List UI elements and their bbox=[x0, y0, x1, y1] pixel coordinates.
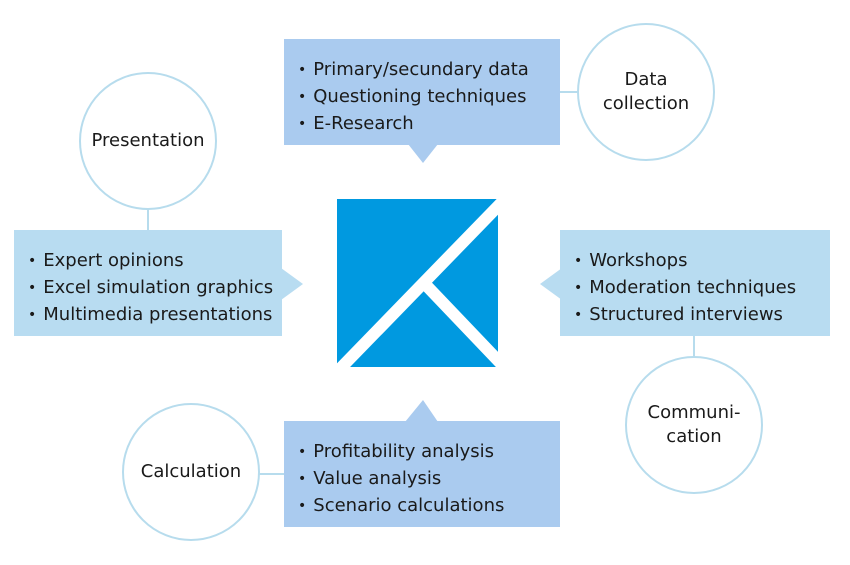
list-item: Excel simulation graphics bbox=[28, 275, 282, 302]
box-communication: Workshops Moderation techniques Structur… bbox=[560, 230, 830, 336]
circle-presentation: Presentation bbox=[79, 72, 217, 210]
connector-data-collection bbox=[560, 91, 580, 93]
circle-calculation: Calculation bbox=[122, 403, 260, 541]
connector-communication bbox=[693, 336, 695, 358]
list-item: Questioning techniques bbox=[298, 84, 560, 111]
circle-label: Calculation bbox=[140, 461, 242, 482]
list-item: Profitability analysis bbox=[298, 439, 560, 466]
list-item: Structured interviews bbox=[574, 302, 830, 329]
circle-label: Data bbox=[624, 69, 668, 90]
k-mark-logo-icon bbox=[328, 195, 513, 381]
circle-label: cation bbox=[666, 426, 722, 447]
pointer-left bbox=[281, 268, 303, 300]
list-item: E-Research bbox=[298, 111, 560, 138]
circle-label: Presentation bbox=[91, 130, 205, 151]
pointer-bottom bbox=[405, 400, 438, 422]
list-item: Multimedia presentations bbox=[28, 302, 282, 329]
circle-data-collection: Data collection bbox=[577, 23, 715, 161]
list-item: Expert opinions bbox=[28, 248, 282, 275]
circle-communication: Communi- cation bbox=[625, 356, 763, 494]
box-data-collection: Primary/secundary data Questioning techn… bbox=[284, 39, 560, 145]
connector-calculation bbox=[258, 473, 286, 475]
list-item: Value analysis bbox=[298, 466, 560, 493]
pointer-top bbox=[408, 144, 438, 163]
list-item: Scenario calculations bbox=[298, 493, 560, 520]
connector-presentation bbox=[147, 208, 149, 232]
list-item: Moderation techniques bbox=[574, 275, 830, 302]
circle-label: Communi- bbox=[647, 402, 741, 423]
pointer-right bbox=[540, 268, 562, 300]
box-presentation: Expert opinions Excel simulation graphic… bbox=[14, 230, 282, 336]
list-item: Primary/secundary data bbox=[298, 57, 560, 84]
circle-label: collection bbox=[602, 93, 690, 114]
box-calculation: Profitability analysis Value analysis Sc… bbox=[284, 421, 560, 527]
list-item: Workshops bbox=[574, 248, 830, 275]
